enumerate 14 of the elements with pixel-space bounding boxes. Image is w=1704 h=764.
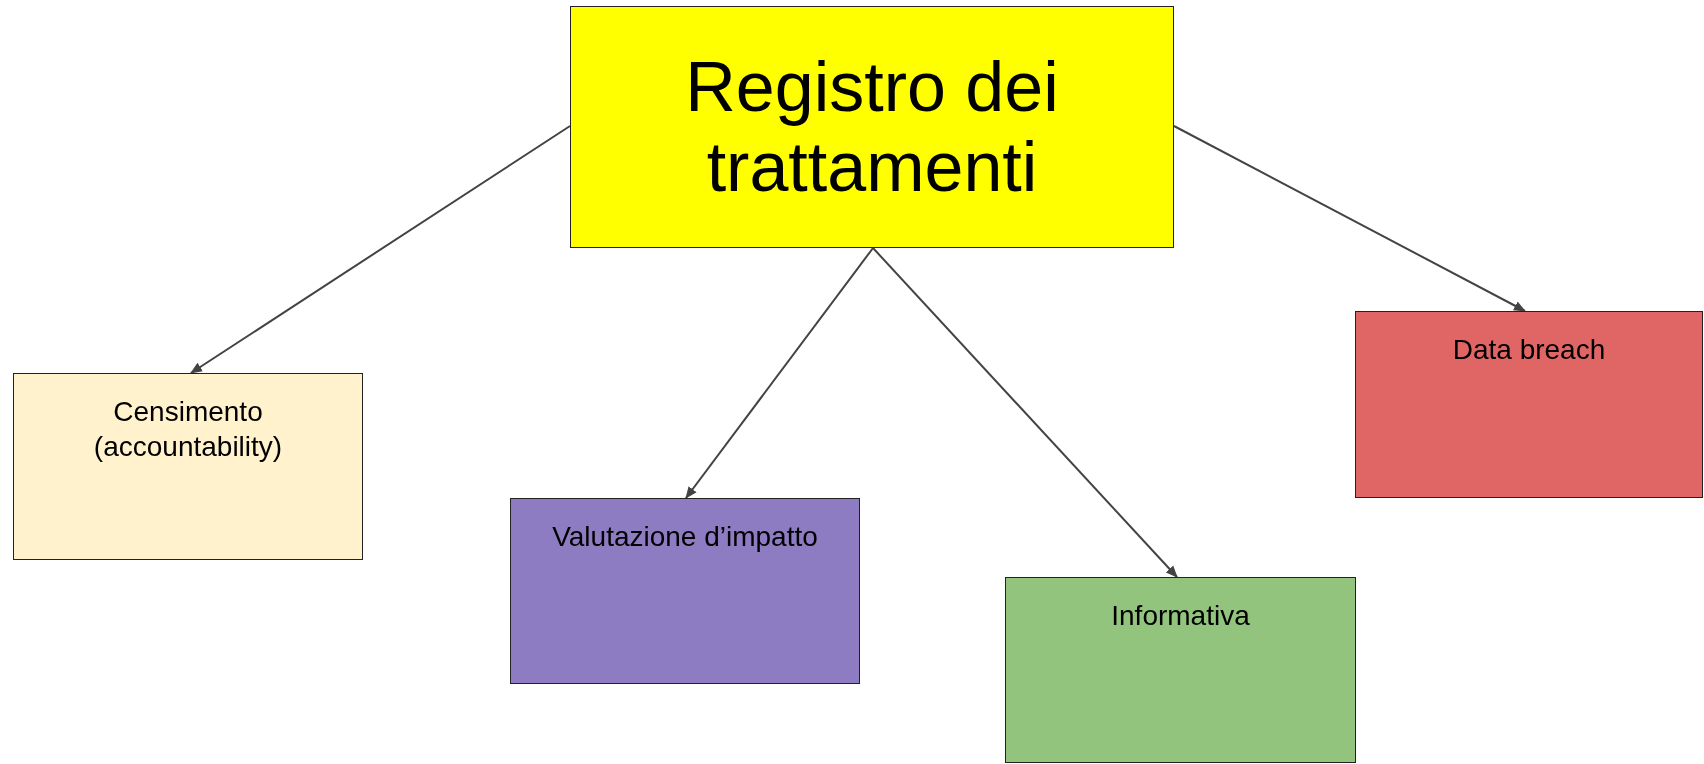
arrow <box>872 247 1178 578</box>
arrow <box>685 247 874 499</box>
box-label: Informativa <box>1111 599 1250 633</box>
arrow <box>1173 125 1526 312</box>
title-box <box>570 6 1174 248</box>
topic-box <box>13 373 363 560</box>
arrow <box>190 125 571 374</box>
box-label: Valutazione d’impatto <box>552 520 818 554</box>
topic-box <box>510 498 860 684</box>
topic-box <box>1355 311 1703 498</box>
box-label: Censimento (accountability) <box>92 395 284 464</box>
box-label: Data breach <box>1452 333 1606 367</box>
topic-box <box>1005 577 1356 763</box>
box-label: Registro dei trattamenti <box>684 46 1060 208</box>
